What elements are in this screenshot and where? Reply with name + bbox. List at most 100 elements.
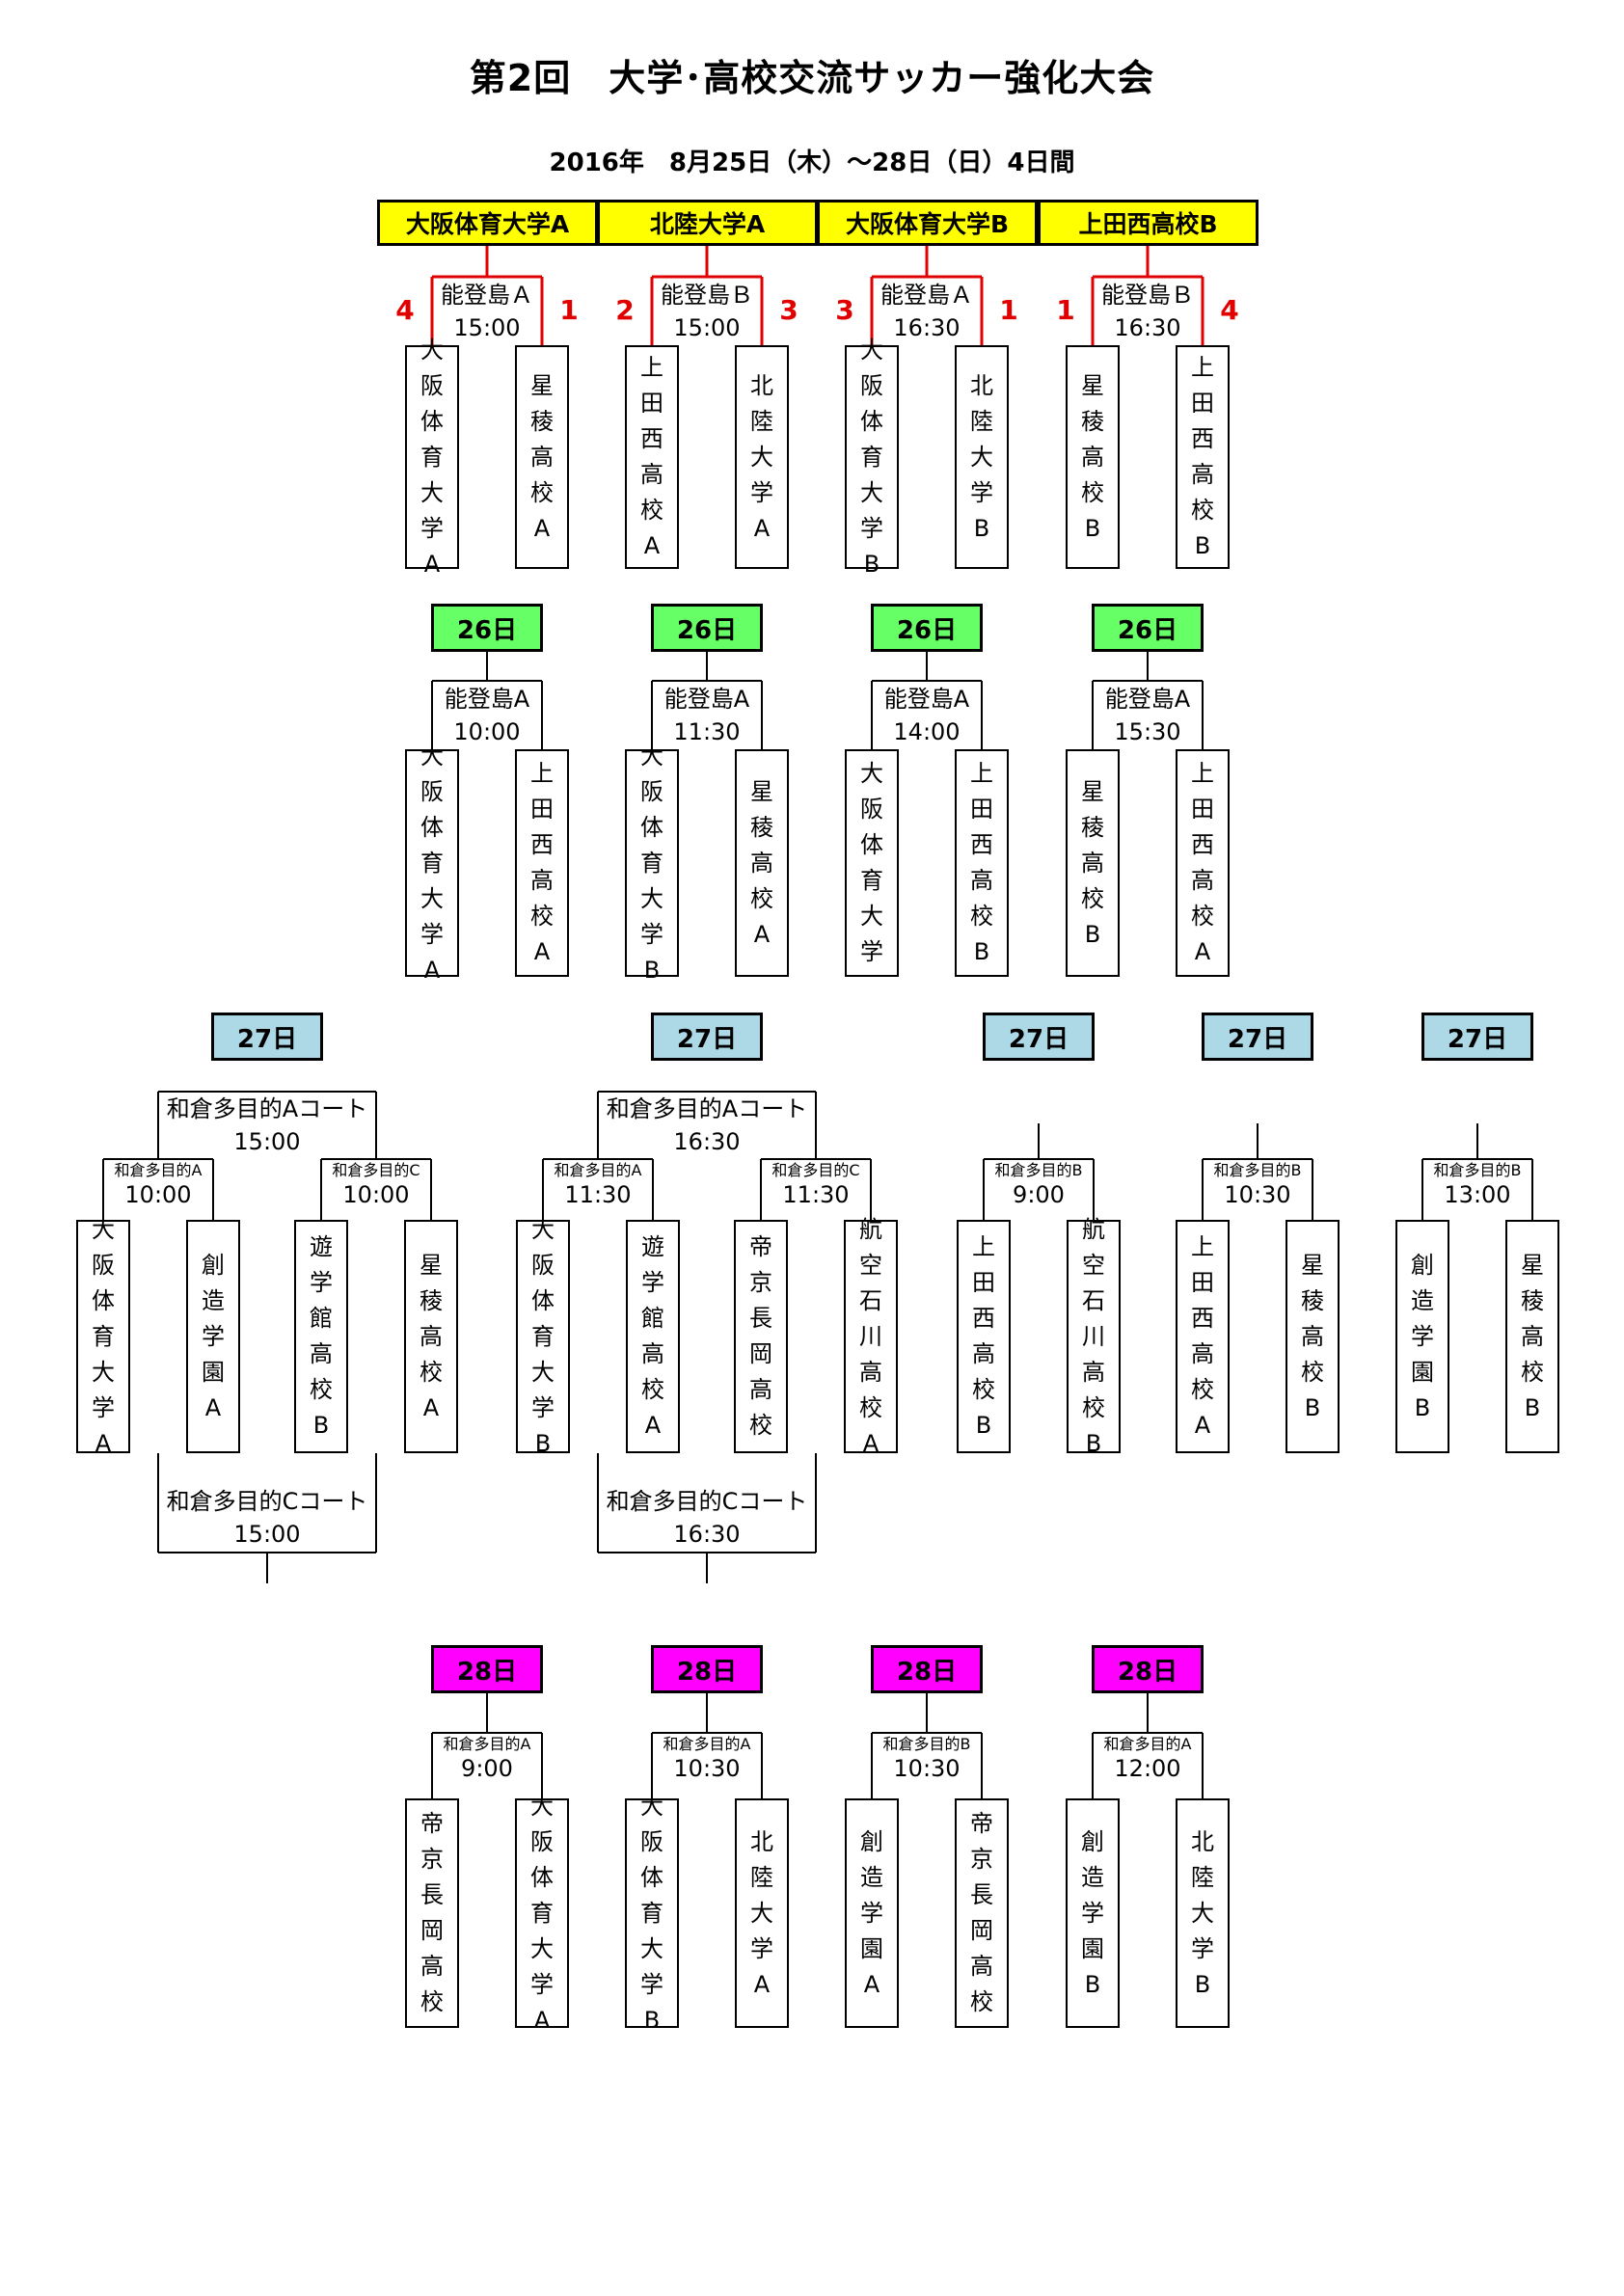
- team-name-char: 星: [1301, 1251, 1324, 1279]
- team-name-char: 高: [1191, 461, 1214, 488]
- team-name-char: 校: [420, 1358, 443, 1386]
- kickoff-time: 11:30: [782, 1181, 850, 1208]
- team-name-char: 育: [531, 1322, 555, 1350]
- team-name-char: 学: [1411, 1322, 1434, 1350]
- team-name-char: 長: [970, 1881, 993, 1908]
- team-name-char: 校: [1191, 1376, 1214, 1403]
- team-name-char: 西: [970, 831, 993, 858]
- team-name-char: A: [95, 1429, 112, 1457]
- team-name-char: A: [423, 550, 441, 578]
- team-name-char: 校: [310, 1376, 333, 1403]
- team-box: 大阪体育大学: [845, 749, 899, 977]
- team-name-char: 校: [530, 478, 554, 506]
- kickoff-time: 10:00: [453, 718, 521, 745]
- team-name-char: 学: [420, 514, 444, 542]
- team-name-char: 大: [640, 1792, 663, 1820]
- team-name-char: 西: [530, 831, 554, 858]
- team-name-char: 遊: [310, 1233, 333, 1260]
- venue-name: 和倉多目的A: [554, 1161, 642, 1179]
- team-name-char: 学: [640, 920, 663, 948]
- team-name-char: 育: [92, 1322, 115, 1350]
- day-label: 27日: [651, 1013, 763, 1061]
- team-name-char: 体: [860, 831, 883, 858]
- venue-name: 能登島Ｂ: [661, 282, 753, 309]
- team-name-char: 大: [860, 478, 883, 506]
- team-name-char: 阪: [640, 777, 663, 805]
- team-name-char: 大: [530, 1792, 554, 1820]
- match-venue: 和倉多目的A 11:30: [521, 1161, 675, 1209]
- team-name-char: 大: [860, 336, 883, 364]
- team-name-char: 体: [530, 1863, 554, 1891]
- team-name-char: 校: [970, 903, 993, 930]
- team-name-char: 学: [970, 478, 993, 506]
- team-name-char: 高: [859, 1358, 882, 1386]
- team-name-char: 田: [530, 796, 554, 823]
- team-name-char: 体: [860, 407, 883, 435]
- day-label: 27日: [1421, 1013, 1533, 1061]
- venue-name: 能登島A: [1104, 686, 1191, 713]
- team-name-char: 体: [531, 1286, 555, 1314]
- team-name-char: 高: [750, 849, 773, 877]
- day-label: 28日: [871, 1645, 983, 1693]
- team-name-char: 高: [1191, 867, 1214, 894]
- team-name-char: 校: [750, 884, 773, 912]
- venue-name: 能登島A: [444, 686, 530, 713]
- kickoff-time: 16:30: [673, 1128, 741, 1155]
- team-name-char: 陸: [750, 407, 773, 435]
- team-name-char: 陸: [970, 407, 993, 435]
- team-name-char: B: [643, 956, 661, 984]
- team-name-char: 田: [972, 1269, 995, 1296]
- team-name-char: 体: [420, 813, 444, 841]
- score: 3: [835, 294, 854, 326]
- team-name-char: 稜: [750, 813, 773, 841]
- venue-name: 和倉多目的C: [771, 1161, 860, 1179]
- team-name-char: A: [533, 514, 551, 542]
- team-name-char: 体: [640, 1863, 663, 1891]
- team-name-char: A: [533, 938, 551, 965]
- team-name-char: 川: [1082, 1322, 1105, 1350]
- team-name-char: 校: [1301, 1358, 1324, 1386]
- team-name-char: 校: [1521, 1358, 1544, 1386]
- team-name-char: B: [975, 1412, 992, 1439]
- team-name-char: 学: [310, 1269, 333, 1296]
- seed-team: 上田西高校B: [1038, 200, 1259, 246]
- team-name-char: 大: [970, 443, 993, 471]
- team-name-char: 遊: [641, 1233, 664, 1260]
- venue-name: 和倉多目的B: [1213, 1161, 1302, 1179]
- team-name-char: 北: [750, 1827, 773, 1855]
- team-name-char: 創: [1081, 1827, 1104, 1855]
- kickoff-time: 15:00: [233, 1521, 301, 1548]
- kickoff-time: 11:30: [564, 1181, 632, 1208]
- team-name-char: 田: [1191, 390, 1214, 417]
- team-name-char: A: [863, 1970, 880, 1998]
- team-name-char: 学: [530, 1970, 554, 1998]
- team-name-char: 田: [1191, 796, 1214, 823]
- team-name-char: A: [423, 956, 441, 984]
- day-label: 27日: [1202, 1013, 1313, 1061]
- kickoff-time: 10:30: [893, 1755, 961, 1782]
- team-name-char: 校: [530, 903, 554, 930]
- team-name-char: 大: [531, 1358, 555, 1386]
- team-name-char: B: [1084, 514, 1101, 542]
- team-name-char: A: [644, 1412, 662, 1439]
- team-name-char: 育: [640, 1899, 663, 1927]
- team-name-char: 稜: [1301, 1286, 1324, 1314]
